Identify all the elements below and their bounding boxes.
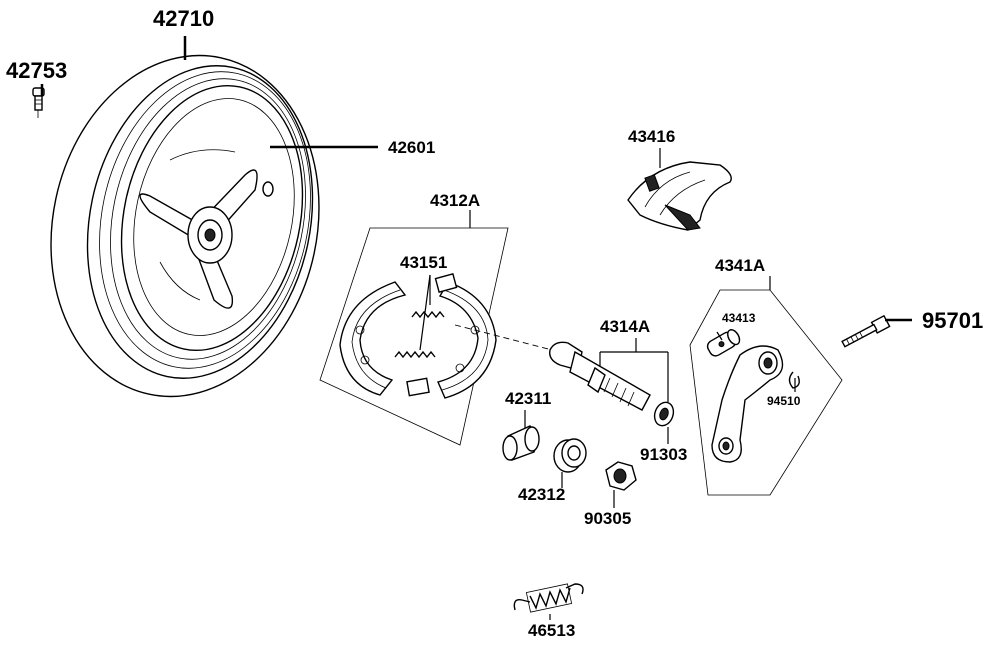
cam-set <box>689 289 843 496</box>
wheel-assembly <box>50 54 320 398</box>
label-94510: 94510 <box>767 394 801 408</box>
label-90305: 90305 <box>584 509 631 528</box>
brake-shaft <box>549 341 675 427</box>
brake-shoe-set <box>319 227 509 446</box>
label-42311: 42311 <box>505 389 551 408</box>
label-43413: 43413 <box>722 311 756 325</box>
label-4312A: 4312A <box>430 191 480 210</box>
label-4341A: 4341A <box>715 256 765 275</box>
brake-cover <box>627 161 732 231</box>
label-43151: 43151 <box>400 253 447 272</box>
label-42312: 42312 <box>518 485 565 504</box>
label-91303: 91303 <box>640 445 687 464</box>
return-spring <box>513 583 584 613</box>
label-42601: 42601 <box>388 138 435 157</box>
nut <box>605 461 637 491</box>
label-95701: 95701 <box>922 308 983 333</box>
label-46513: 46513 <box>528 621 575 640</box>
label-42753: 42753 <box>6 58 67 83</box>
label-4314A: 4314A <box>600 317 650 336</box>
label-43416: 43416 <box>628 127 675 146</box>
label-42710: 42710 <box>153 6 214 31</box>
bushing <box>502 425 540 461</box>
lever-bolt <box>841 314 891 348</box>
bearing <box>553 438 587 473</box>
